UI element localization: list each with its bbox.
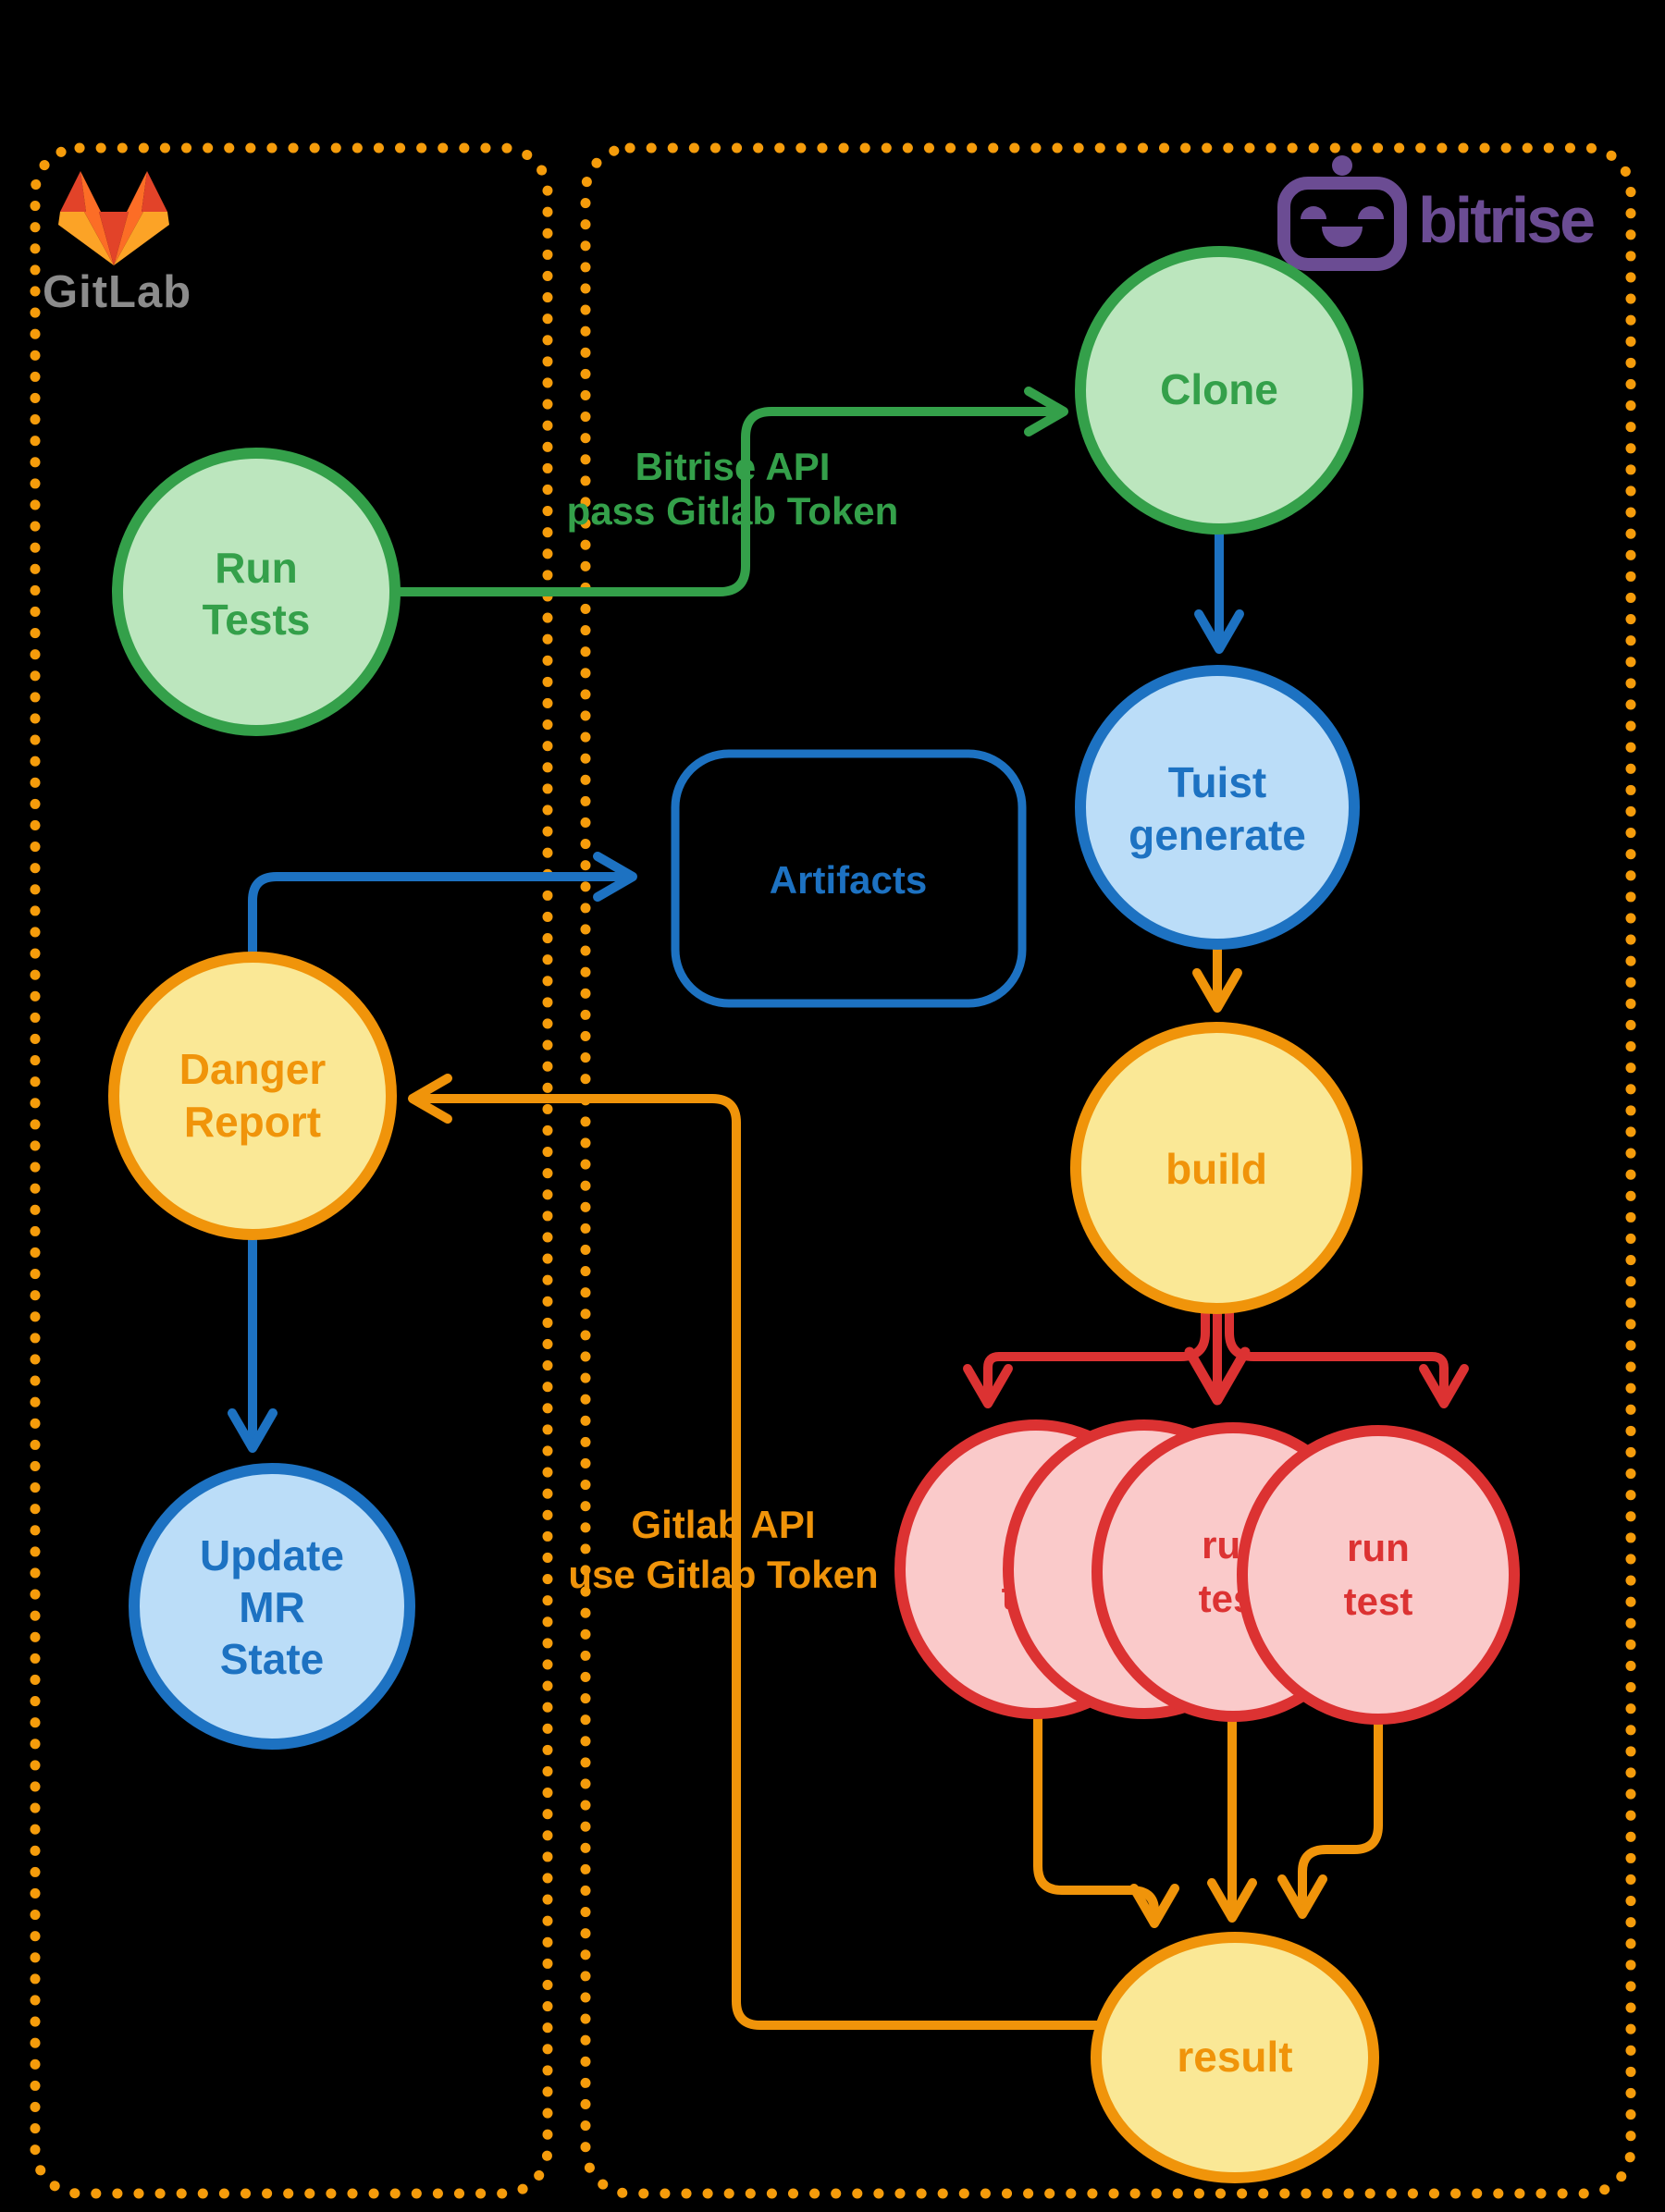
node-danger-report: Danger Report [108, 952, 397, 1240]
edge-run-tests-to-clone [393, 387, 1069, 596]
edge-build-to-test-right [1225, 1305, 1469, 1409]
edge-label-gitlab-api: Gitlab API use Gitlab Token [568, 1503, 878, 1596]
svg-text:result: result [1177, 2033, 1292, 2081]
node-tuist-generate: Tuist generate [1075, 665, 1360, 950]
edge-label-bitrise-api: Bitrise API pass Gitlab Token [567, 445, 899, 533]
svg-text:Tests: Tests [203, 596, 311, 644]
edge-build-to-test-left [963, 1305, 1210, 1409]
svg-text:run: run [1347, 1526, 1410, 1569]
gitlab-wordmark: GitLab [43, 267, 191, 317]
node-run-tests: Run Tests [112, 448, 401, 736]
svg-text:Update: Update [200, 1531, 344, 1579]
svg-text:use Gitlab Token: use Gitlab Token [568, 1553, 878, 1596]
edge-danger-to-artifacts [248, 852, 638, 963]
node-run-test-4: run test [1237, 1425, 1520, 1725]
svg-text:pass Gitlab Token: pass Gitlab Token [567, 489, 899, 533]
node-build: build [1070, 1022, 1363, 1314]
bitrise-wordmark: bitrise [1418, 184, 1594, 256]
edge-test-to-result-right [1277, 1719, 1383, 1920]
svg-text:Run: Run [215, 544, 297, 592]
node-artifacts: Artifacts [671, 749, 1027, 1008]
svg-text:Clone: Clone [1160, 365, 1278, 413]
svg-text:State: State [220, 1635, 324, 1683]
bitrise-robot-icon [1277, 155, 1407, 271]
svg-text:Bitrise API: Bitrise API [635, 445, 831, 488]
node-update-mr-state: Update MR State [129, 1463, 415, 1750]
svg-text:Gitlab API: Gitlab API [631, 1503, 815, 1546]
node-result: result [1091, 1932, 1379, 2183]
edge-test-to-result-left [1033, 1712, 1179, 1929]
svg-text:test: test [1344, 1579, 1413, 1623]
svg-text:Tuist: Tuist [1168, 758, 1266, 806]
edge-result-to-danger-report [407, 1074, 1102, 2030]
svg-text:generate: generate [1128, 811, 1306, 859]
container-gitlab [30, 142, 553, 2199]
node-clone: Clone [1075, 246, 1363, 535]
svg-text:MR: MR [239, 1583, 305, 1631]
container-bitrise [580, 142, 1636, 2199]
svg-text:Artifacts: Artifacts [770, 858, 927, 902]
svg-text:build: build [1166, 1145, 1267, 1193]
gitlab-logo-icon [58, 171, 169, 265]
svg-text:Danger: Danger [179, 1045, 327, 1093]
svg-text:Report: Report [184, 1098, 321, 1146]
